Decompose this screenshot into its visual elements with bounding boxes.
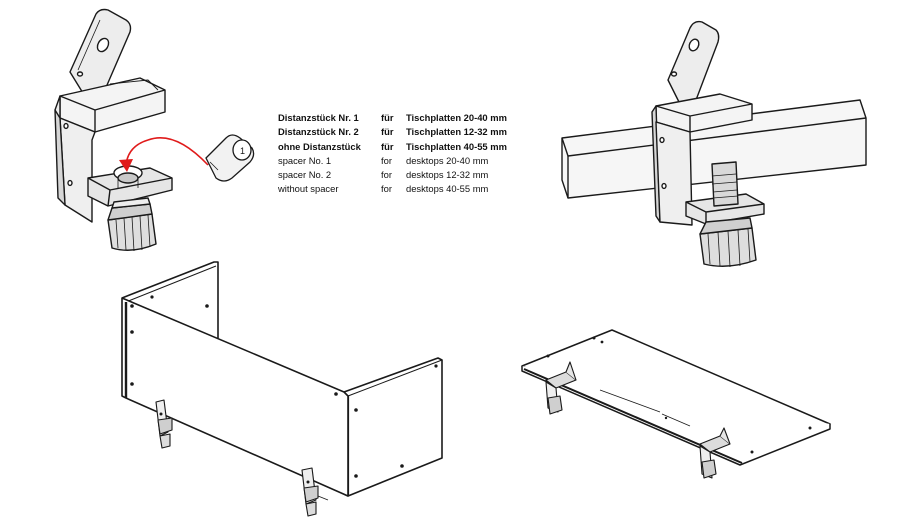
clamp-side-plate (54, 109, 66, 206)
spec-preposition: für (381, 126, 394, 138)
front-panel (121, 297, 349, 497)
spec-label: Distanzstück Nr. 2 (278, 126, 359, 138)
spec-value: Tischplatten 20-40 mm (406, 112, 507, 123)
spec-label: ohne Distanzstück (278, 140, 361, 152)
spec-preposition: für (381, 140, 394, 152)
spec-row: Distanzstück Nr. 2 für Tischplatten 12-32 … (278, 125, 507, 139)
spec-label: spacer No. 2 (278, 169, 332, 181)
clamp-lever (69, 8, 132, 99)
spec-row: Distanzstück Nr. 1 für Tischplatten 20-40 … (278, 111, 507, 125)
spec-value: Tischplatten 12-32 mm (406, 126, 507, 138)
spacer-cap-number: 1 (240, 146, 245, 156)
spec-row: ohne Distanzstück für Tischplatten 40-55 m… (278, 140, 507, 154)
spec-preposition: for (381, 183, 392, 195)
spec-value: desktops 40-55 mm (406, 183, 489, 195)
clamp-lever-2 (667, 20, 720, 105)
insertion-arrow (125, 136, 209, 166)
clamp-knob-2 (699, 227, 757, 267)
spec-row: without spacer for desktops 40-55 mm (278, 182, 507, 196)
clamp-knob (107, 213, 157, 251)
spec-label: spacer No. 1 (278, 154, 332, 166)
spec-value: Tischplatten 40-55 mm (406, 140, 507, 152)
desktop-beam (561, 99, 867, 199)
back-panel (121, 261, 219, 338)
spacer-spec-table: Distanzstück Nr. 1 für Tischplatten 20-40 … (278, 111, 507, 197)
arrow-head (119, 159, 133, 172)
spec-preposition: für (381, 112, 394, 123)
panel-clamp-left (155, 399, 173, 449)
shelf-clamp-left (545, 361, 577, 415)
spec-label: Distanzstück Nr. 1 (278, 112, 359, 123)
spec-row: spacer No. 1 for desktops 20-40 mm (278, 154, 507, 168)
spec-preposition: for (381, 154, 392, 166)
shelf-edge (521, 366, 831, 466)
spec-value: desktops 20-40 mm (406, 154, 489, 166)
spec-row: spacer No. 2 for desktops 12-32 mm (278, 168, 507, 182)
spec-label: without spacer (278, 183, 339, 195)
spacer-cap (232, 139, 252, 161)
shelf-clamp-right (699, 427, 731, 479)
lever-hole (96, 37, 110, 53)
panel-clamp-right (301, 467, 329, 517)
spec-preposition: for (381, 169, 392, 181)
spec-value: desktops 12-32 mm (406, 169, 489, 181)
